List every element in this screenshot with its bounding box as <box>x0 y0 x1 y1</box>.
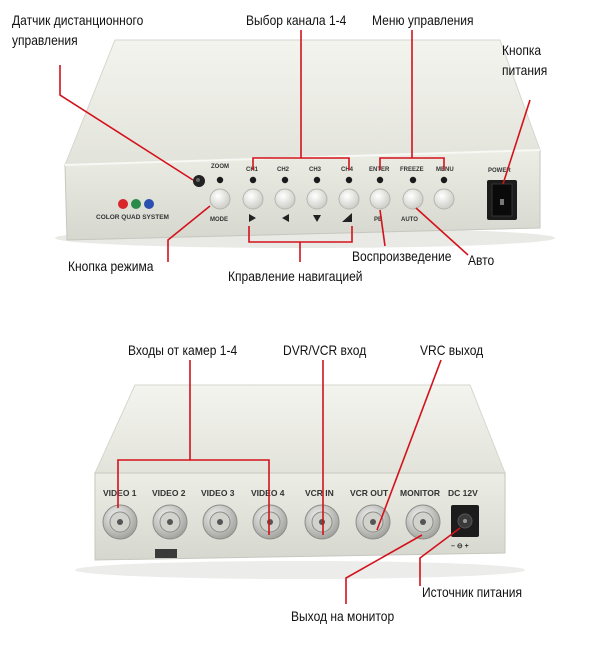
vcr-out-label: VCR OUT <box>350 488 389 498</box>
ch4-button[interactable] <box>338 188 360 210</box>
leader-vrc-out <box>376 359 442 531</box>
led-ch2 <box>281 176 289 184</box>
ch2-label: CH2 <box>277 167 290 173</box>
bnc-video3[interactable] <box>202 504 238 540</box>
menu-label: MENU <box>436 167 454 173</box>
leader-camera-inputs-b <box>190 459 270 535</box>
led-zoom <box>216 176 224 184</box>
video2-label: VIDEO 2 <box>152 488 186 498</box>
annotation-camera-inputs: Входы от камер 1-4 <box>128 342 238 358</box>
ch2-button[interactable] <box>274 188 296 210</box>
rear-device: VIDEO 1 VIDEO 2 VIDEO 3 VIDEO 4 VCR IN V… <box>75 384 525 579</box>
power-switch-mark <box>500 199 504 205</box>
annotation-monitor-out: Выход на монитор <box>291 608 395 624</box>
vcr-in-label: VCR IN <box>305 488 334 498</box>
arrow-up-icon <box>342 213 352 222</box>
annotation-auto: Авто <box>468 252 495 268</box>
monitor-label: MONITOR <box>400 488 440 498</box>
enter-button[interactable] <box>369 188 391 210</box>
leader-mode-button <box>167 205 211 262</box>
ch4-label: CH4 <box>341 167 354 173</box>
annotation-power-source: Источник питания <box>422 584 522 600</box>
rear-foot-left <box>155 549 177 558</box>
pb-label: PB <box>374 217 383 223</box>
bnc-video4[interactable] <box>252 504 288 540</box>
led-ch4 <box>345 176 353 184</box>
mode-button[interactable] <box>209 188 231 210</box>
play-right-icon <box>249 214 256 222</box>
video1-label: VIDEO 1 <box>103 488 137 498</box>
annotation-playback: Воспроизведение <box>352 248 452 264</box>
front-device: COLOR QUAD SYSTEM ZOOM CH1 CH2 CH3 CH4 E… <box>55 39 555 248</box>
zoom-label: ZOOM <box>211 164 229 170</box>
freeze-button[interactable] <box>402 188 424 210</box>
bnc-video1[interactable] <box>102 504 138 540</box>
ch1-button[interactable] <box>242 188 264 210</box>
front-device-top <box>64 39 541 166</box>
leader-power-source <box>419 527 461 586</box>
freeze-label: FREEZE <box>400 167 424 173</box>
rear-device-shadow <box>75 561 525 579</box>
annotation-dvr-vcr-in: DVR/VCR вход <box>283 342 367 358</box>
indicator-blue <box>144 199 154 209</box>
indicator-green <box>131 199 141 209</box>
indicator-red <box>118 199 128 209</box>
leader-remote-sensor <box>59 65 194 181</box>
led-menu <box>440 176 448 184</box>
annotation-mode-button: Кнопка режима <box>68 258 154 274</box>
auto-label: AUTO <box>401 217 418 223</box>
leader-camera-inputs-a <box>117 360 191 508</box>
led-ch3 <box>313 176 321 184</box>
ch3-label: CH3 <box>309 167 322 173</box>
annotation-remote-sensor: Датчик дистанционного управления <box>12 12 144 48</box>
rear-panel-face <box>94 472 506 561</box>
annotation-power-button: Кнопка питания <box>502 42 548 78</box>
dc-polarity-symbol: – ⊖ + <box>451 543 469 550</box>
arrow-left-icon <box>282 214 289 222</box>
leader-monitor-out <box>345 534 423 604</box>
dc-label: DC 12V <box>448 488 478 498</box>
bnc-vcr-in[interactable] <box>304 504 340 540</box>
leader-power-button <box>502 99 531 185</box>
arrow-down-icon <box>313 215 321 222</box>
brand-label: COLOR QUAD SYSTEM <box>96 214 169 221</box>
menu-button[interactable] <box>433 188 455 210</box>
mode-label: MODE <box>210 217 228 223</box>
dc-power-jack[interactable] <box>451 505 479 537</box>
video4-label: VIDEO 4 <box>251 488 285 498</box>
annotation-navigation: Кправление навигацией <box>228 268 363 284</box>
annotation-channel-select: Выбор канала 1-4 <box>246 12 347 28</box>
led-ch1 <box>249 176 257 184</box>
led-enter <box>376 176 384 184</box>
leader-lines <box>59 30 531 604</box>
annotation-menu-control: Меню управления <box>372 12 474 28</box>
bnc-video2[interactable] <box>152 504 188 540</box>
power-label: POWER <box>488 168 511 174</box>
annotation-vrc-out: VRC выход <box>420 342 484 358</box>
bnc-monitor[interactable] <box>405 504 441 540</box>
ch3-button[interactable] <box>306 188 328 210</box>
leader-auto <box>415 207 469 256</box>
ir-sensor-glint <box>196 178 200 182</box>
led-freeze <box>409 176 417 184</box>
video3-label: VIDEO 3 <box>201 488 235 498</box>
leader-playback <box>379 209 386 247</box>
